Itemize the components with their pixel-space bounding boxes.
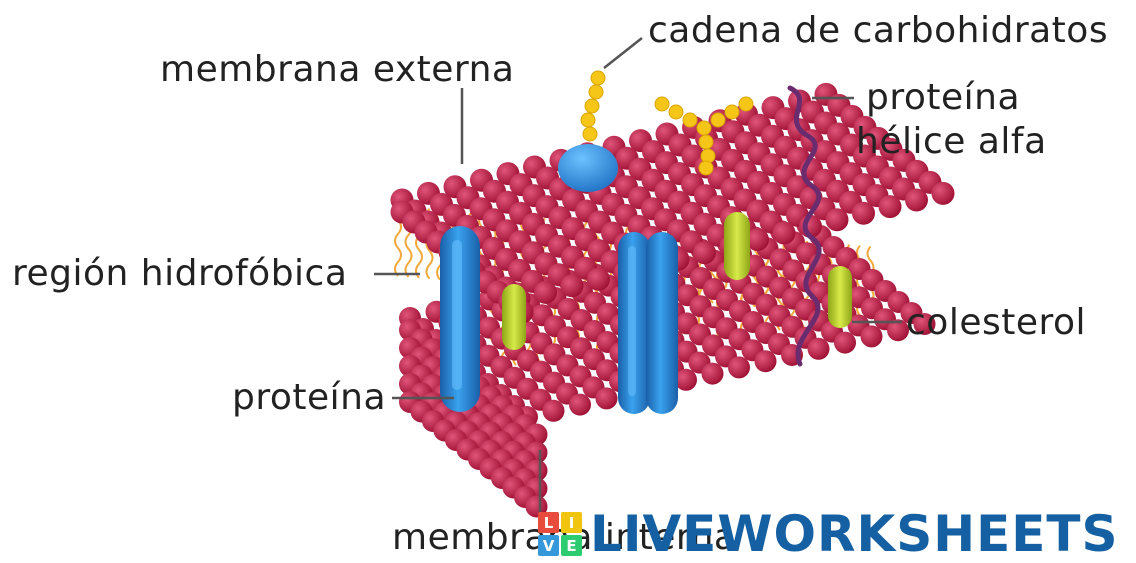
carbohydrate-bead: [725, 105, 739, 119]
carbohydrate-bead: [697, 121, 711, 135]
carbohydrate-bead: [711, 113, 725, 127]
phospholipid-head: [826, 208, 849, 231]
label-cholesterol: colesterol: [906, 305, 1086, 341]
watermark-text: LIVEWORKSHEETS: [590, 509, 1119, 559]
logo-letter: I: [561, 512, 582, 533]
carbohydrate-bead: [589, 85, 603, 99]
phospholipid-head: [569, 394, 591, 416]
carbohydrate-bead: [583, 127, 597, 141]
phospholipid-head: [587, 268, 610, 291]
phospholipid-head: [852, 202, 875, 225]
carbohydrate-bead: [591, 71, 605, 85]
phospholipid-head: [834, 332, 856, 354]
phospholipid-head: [543, 400, 565, 422]
channel-protein-left: [440, 226, 480, 412]
carbohydrate-bead: [739, 97, 753, 111]
label-alpha-helix-line1: proteína: [866, 80, 1020, 116]
label-outer-membrane: membrana externa: [160, 52, 514, 88]
label-protein: proteína: [232, 380, 386, 416]
phospholipid-head: [755, 350, 777, 372]
phospholipid-head: [596, 387, 618, 409]
phospholipid-head: [534, 281, 557, 304]
label-hydrophobic-region: región hidrofóbica: [12, 256, 347, 292]
carbohydrate-bead: [581, 113, 595, 127]
phospholipid-head: [932, 182, 955, 205]
carbohydrate-bead: [585, 99, 599, 113]
phospholipid-head: [808, 338, 830, 360]
channel-protein-right: [618, 232, 678, 414]
liveworksheets-watermark: L I V E LIVEWORKSHEETS: [538, 506, 1119, 562]
carbohydrate-bead: [655, 97, 669, 111]
carbohydrate-bead: [699, 161, 713, 175]
logo-letter: V: [538, 535, 559, 556]
peripheral-protein: [558, 144, 618, 192]
phospholipid-head: [561, 274, 584, 297]
phospholipid-head: [675, 369, 697, 391]
phospholipid-head: [728, 356, 750, 378]
label-carbohydrate-chain: cadena de carbohidratos: [648, 13, 1108, 49]
phospholipid-head: [905, 189, 928, 212]
carbohydrate-bead: [669, 105, 683, 119]
logo-letter: L: [538, 512, 559, 533]
carbohydrate-bead: [683, 113, 697, 127]
phospholipid-head: [693, 241, 716, 264]
phospholipid-head: [773, 222, 796, 245]
phospholipid-head: [861, 325, 883, 347]
logo-letter: E: [561, 535, 582, 556]
label-alpha-helix-line2: hélice alfa: [856, 124, 1047, 160]
phospholipid-head: [879, 195, 902, 218]
phospholipid-head: [702, 363, 724, 385]
liveworksheets-logo-icon: L I V E: [538, 512, 582, 556]
carbohydrate-bead: [699, 135, 713, 149]
